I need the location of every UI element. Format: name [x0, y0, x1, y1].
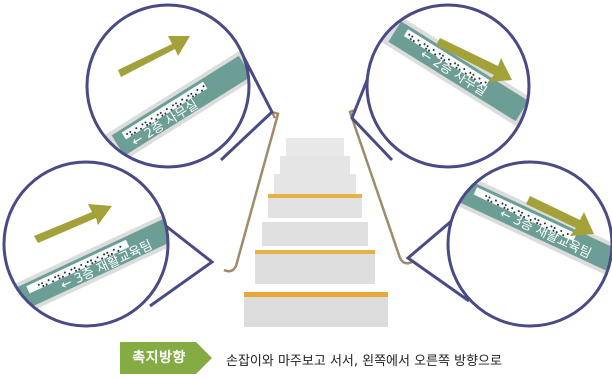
stair-step [280, 156, 350, 174]
braille-dots [408, 33, 487, 85]
zoom-circle-top-left: ← 2층 사무실 [85, 3, 251, 169]
stair-step [286, 138, 344, 156]
stair-step [268, 198, 362, 218]
stair-step [262, 222, 368, 246]
zoom-circle-top-right: ← 2층 사무실 [365, 3, 531, 169]
stair-step [244, 292, 388, 297]
braille-dots [37, 245, 122, 287]
legend-arrow-badge [120, 342, 212, 374]
legend-description: 손잡이와 마주보고 서서, 왼쪽에서 오른쪽 방향으로 [226, 354, 502, 369]
stair-step [268, 194, 362, 198]
staircase [244, 138, 388, 327]
stair-step [244, 297, 388, 327]
legend-badge-label: 촉지방향 [132, 350, 186, 366]
left-handrail [223, 111, 280, 273]
legend-badge: 촉지방향 [120, 343, 212, 373]
stair-step [255, 250, 375, 254]
direction-arrow [526, 196, 594, 236]
zoom-circle-bottom-left: ← 3층 재활교육팀 [2, 160, 170, 328]
zoom-circle-bottom-right: ← 3층 재활교육팀 [446, 160, 612, 328]
direction-arrow [34, 204, 112, 243]
stair-step [255, 254, 375, 284]
direction-arrow [118, 36, 190, 77]
braille-dots [485, 194, 569, 237]
stair-step [274, 174, 356, 194]
direction-arrow [436, 38, 512, 82]
braille-dots [126, 85, 205, 136]
